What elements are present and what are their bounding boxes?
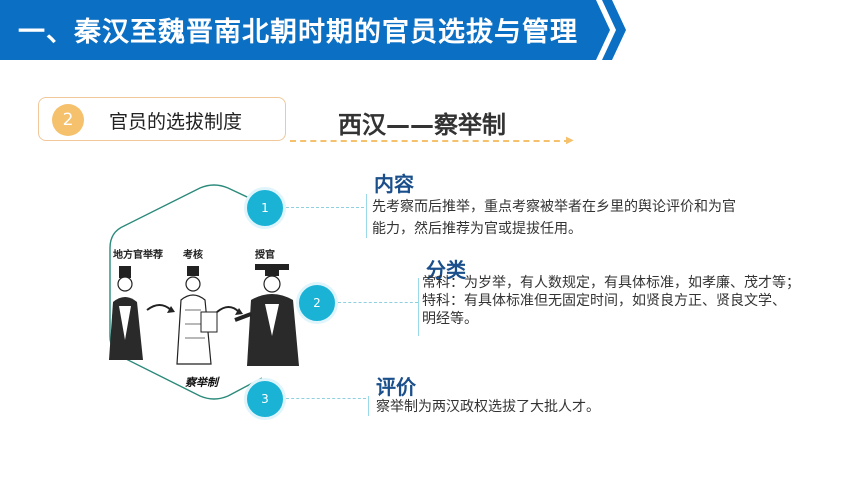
arrow-right-icon (146, 304, 172, 311)
title-banner (0, 0, 626, 60)
illustration-label-appoint: 授官 (255, 248, 275, 261)
arrowhead-icon (167, 306, 175, 313)
section-text-evaluation: 察举制为两汉政权选拔了大批人才。 (376, 396, 806, 418)
step-node-2: 2 (296, 282, 338, 324)
arrowhead-icon (235, 308, 243, 315)
illustration-caption: 察举制 (185, 376, 220, 389)
illustration-label-recommend: 地方官举荐 (113, 248, 163, 261)
connector-line-2 (338, 302, 418, 303)
section-number-badge: 2 (52, 104, 84, 136)
section-text-content: 先考察而后推举，重点考察被举者在乡里的舆论评价和为官 能力，然后推荐为官或提拔任… (372, 196, 802, 240)
text-line: 常科：为岁举，有人数规定，有具体标准，如孝廉、茂才等； (422, 275, 800, 291)
arrow-right-icon: ▶ (566, 135, 574, 146)
section-bar-content (366, 194, 367, 238)
connector-line-3 (286, 398, 366, 399)
text-line: 特科：有具体标准但无固定时间，如贤良方正、贤良文学、 (422, 293, 786, 309)
section-heading-content: 内容 (374, 172, 414, 196)
text-line: 察举制为两汉政权选拔了大批人才。 (376, 399, 600, 415)
section-bar-category (418, 278, 419, 336)
illustration-label-assess: 考核 (183, 248, 203, 261)
official-figure-icon (109, 266, 143, 360)
subtitle-underline (290, 140, 570, 142)
text-line: 能力，然后推荐为官或提拔任用。 (372, 221, 582, 237)
section-pill: 2 官员的选拔制度 (38, 97, 286, 141)
text-line: 明经等。 (422, 311, 478, 327)
step-node-1: 1 (244, 187, 286, 229)
section-bar-evaluation (368, 396, 369, 416)
page-title: 一、秦汉至魏晋南北朝时期的官员选拔与管理 (18, 17, 578, 48)
step-node-3: 3 (244, 378, 286, 420)
section-heading-evaluation: 评价 (376, 375, 416, 399)
arrow-right-icon (216, 306, 240, 313)
connector-line-1 (286, 207, 364, 208)
section-pill-label: 官员的选拔制度 (109, 111, 243, 133)
topic-subtitle: 西汉——察举制 (338, 111, 506, 139)
text-line: 先考察而后推举，重点考察被举者在乡里的舆论评价和为官 (372, 199, 736, 215)
section-text-category: 常科：为岁举，有人数规定，有具体标准，如孝廉、茂才等； 特科：有具体标准但无固定… (422, 274, 852, 328)
candidate-figure-icon (176, 266, 218, 365)
chaju-illustration: 地方官举荐 考核 授官 察举制 (109, 248, 299, 389)
emperor-figure-icon (234, 264, 299, 366)
section-heading-category: 分类 (426, 258, 466, 282)
